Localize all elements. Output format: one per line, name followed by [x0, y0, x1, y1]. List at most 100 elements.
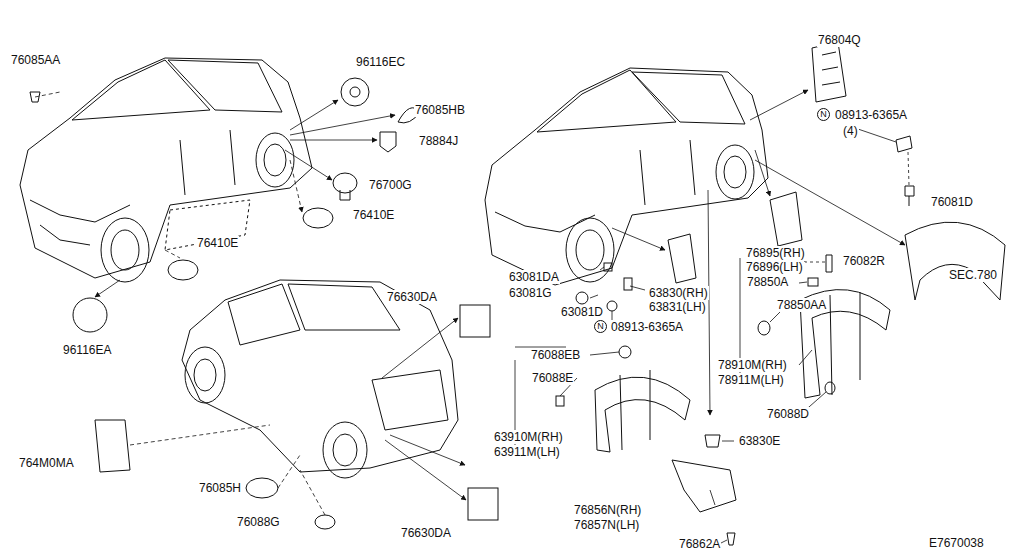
part-number: 76085H — [198, 481, 242, 495]
drawing-stroke — [620, 370, 650, 450]
section-reference: SEC.780 — [948, 268, 998, 282]
car-rear-view — [485, 68, 768, 285]
drawing-stroke — [168, 260, 198, 280]
part-number: 76896(LH) — [745, 260, 804, 274]
drawing-stroke — [40, 225, 90, 245]
part-number: 08913-6365A — [834, 108, 908, 122]
drawing-stroke — [288, 284, 400, 330]
drawing-stroke — [537, 70, 676, 132]
drawing-stroke — [35, 92, 60, 97]
drawing-stroke — [468, 488, 498, 520]
drawing-stroke — [300, 470, 325, 515]
drawing-stroke — [758, 321, 770, 335]
part-number: 78850AA — [776, 298, 827, 312]
drawing-stroke — [290, 115, 395, 135]
drawing-stroke — [290, 140, 377, 141]
drawing-stroke — [604, 263, 612, 271]
drawing-stroke — [168, 60, 282, 112]
part-number: 76088E — [531, 371, 574, 385]
drawing-stroke — [755, 150, 770, 196]
drawing-stroke — [111, 230, 139, 270]
drawing-stroke — [724, 156, 746, 188]
part-number: 78850A — [746, 275, 789, 289]
part-number: 63081D — [560, 305, 604, 319]
part-number: 63081G — [508, 286, 553, 300]
part-number: 76410E — [352, 208, 395, 222]
part-number: 76081D — [930, 195, 974, 209]
drawing-stroke — [372, 370, 448, 430]
drawing-stroke — [830, 292, 860, 395]
part-number: 76088G — [236, 515, 281, 529]
drawing-stroke — [710, 490, 715, 505]
part-number: 78911M(LH) — [717, 373, 785, 387]
drawing-stroke — [385, 440, 466, 500]
drawing-stroke — [333, 173, 357, 193]
drawing-stroke — [727, 533, 735, 545]
drawing-stroke — [495, 212, 595, 232]
drawing-stroke — [716, 145, 754, 199]
drawing-stroke — [722, 441, 734, 442]
circled-symbol: N — [594, 320, 607, 333]
drawing-stroke — [770, 192, 802, 246]
drawing-stroke — [303, 208, 333, 228]
drawing-stroke — [576, 230, 604, 270]
part-number: 63830(RH) — [648, 286, 709, 300]
part-number: 63081DA — [508, 270, 560, 284]
part-number: 63911M(LH) — [493, 445, 561, 459]
drawing-stroke — [855, 128, 896, 142]
part-number: 63831(LH) — [648, 300, 707, 314]
drawing-stroke — [380, 132, 396, 152]
leader-lines — [35, 90, 909, 548]
parts — [30, 42, 1005, 545]
drawing-stroke — [230, 130, 235, 185]
part-number: 78910M(RH) — [717, 358, 788, 372]
part-number: 76856N(RH) — [573, 503, 642, 517]
drawing-stroke — [290, 160, 302, 212]
drawing-stroke — [73, 298, 107, 332]
drawing-stroke — [632, 72, 745, 124]
drawing-stroke — [705, 435, 720, 447]
part-number: 76088EB — [530, 348, 581, 362]
part-number: 76630DA — [400, 526, 452, 540]
drawing-stroke — [333, 434, 357, 466]
circled-symbol: N — [817, 108, 830, 121]
drawing-stroke — [822, 52, 840, 85]
drawing-stroke — [101, 218, 149, 282]
part-number: 76862A — [678, 537, 721, 551]
part-number: 76630DA — [386, 290, 438, 304]
part-number: 96116EA — [62, 343, 113, 357]
part-number: 63830E — [738, 434, 781, 448]
part-number: 76088D — [766, 407, 810, 421]
drawing-stroke — [905, 186, 914, 196]
drawing-stroke — [264, 144, 286, 176]
quantity-note: (4) — [842, 124, 859, 138]
drawing-stroke — [323, 422, 367, 478]
drawing-stroke — [95, 280, 120, 297]
drawing-stroke — [672, 460, 736, 512]
drawing-stroke — [825, 382, 835, 394]
part-number: 76085AA — [10, 53, 61, 67]
drawing-stroke — [896, 136, 912, 152]
drawing-stroke — [350, 87, 360, 97]
part-number: 63910M(RH) — [493, 430, 564, 444]
part-number: 76700G — [368, 178, 413, 192]
drawing-stroke — [690, 140, 695, 195]
part-number: 08913-6365A — [610, 320, 684, 334]
drawing-stroke — [607, 301, 617, 311]
part-number: 76082R — [842, 254, 886, 268]
drawing-stroke — [290, 100, 338, 130]
drawing-stroke — [341, 78, 369, 106]
drawing-stroke — [72, 60, 210, 120]
drawing-stroke — [382, 318, 458, 378]
car-rear-quarter — [182, 280, 458, 478]
part-number: 76410E — [196, 236, 239, 250]
part-number: 76895(RH) — [745, 246, 806, 260]
drawing-stroke — [812, 42, 846, 102]
drawing-stroke — [640, 150, 645, 205]
drawing-stroke — [612, 228, 665, 250]
drawing-stroke — [165, 250, 180, 258]
drawing-stroke — [826, 255, 832, 272]
drawing-stroke — [668, 234, 696, 283]
part-number: 78884J — [418, 134, 459, 148]
